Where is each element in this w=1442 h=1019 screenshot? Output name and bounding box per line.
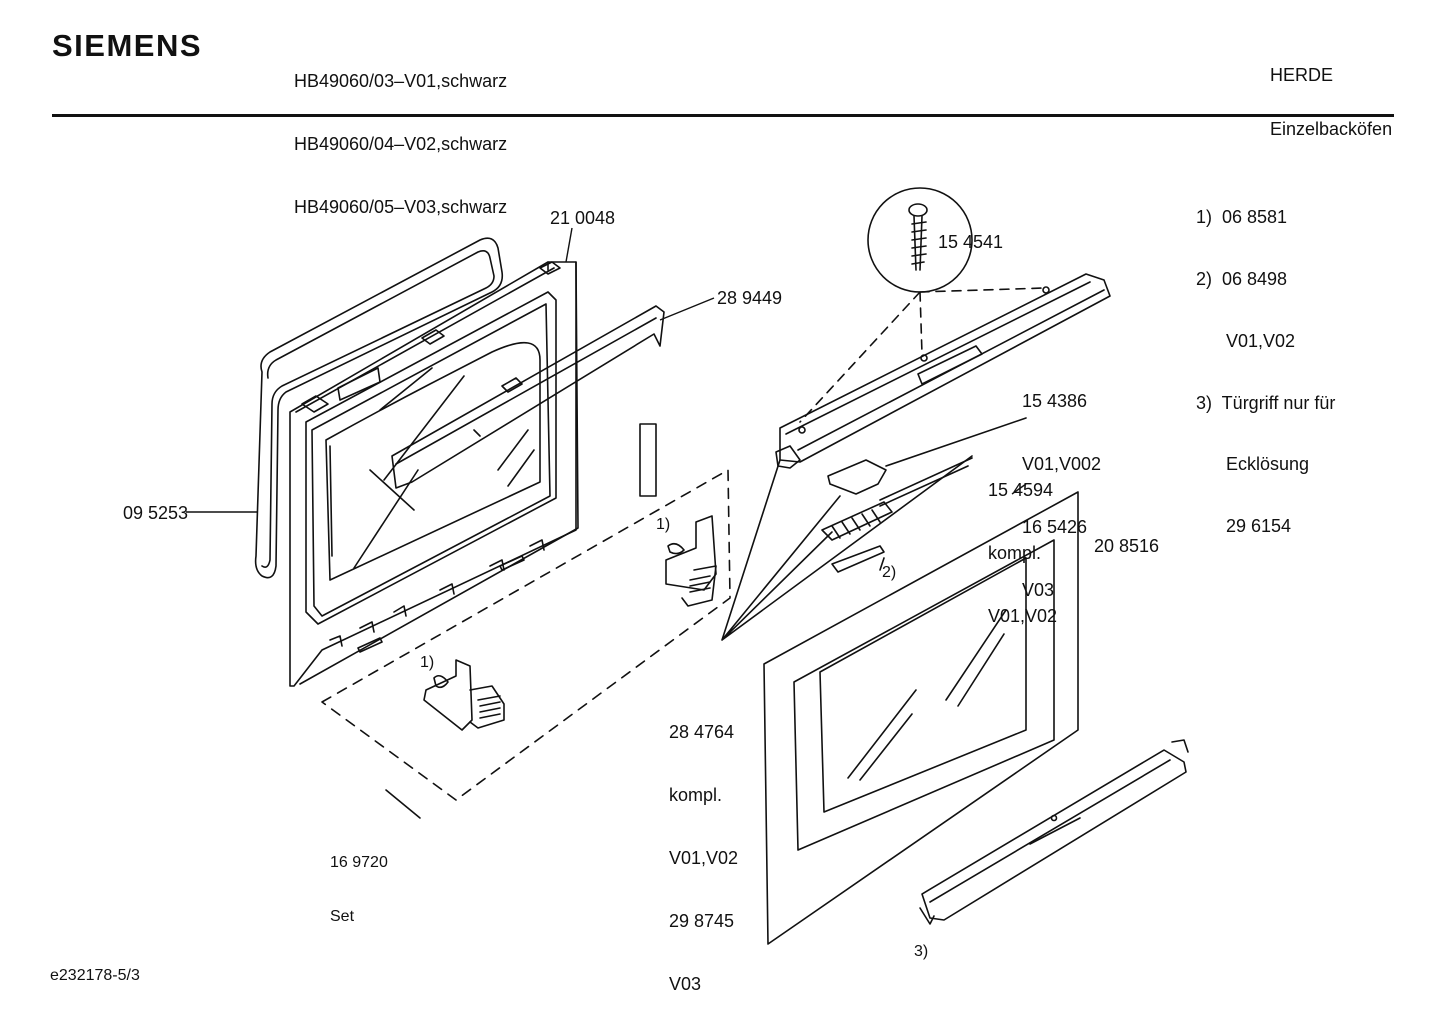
- clip-part: [821, 501, 893, 541]
- hinge-right: [665, 515, 717, 607]
- model-line: HB49060/05–V03,schwarz: [294, 197, 508, 217]
- note-line: 3) Türgriff nur für: [1196, 392, 1336, 413]
- screw-leaders: [799, 287, 1045, 423]
- part-208516: 20 8516: [1094, 536, 1160, 556]
- label-line: Set: [330, 908, 355, 925]
- note-line: 2) 06 8498: [1196, 268, 1288, 289]
- header-rule: [52, 114, 1394, 117]
- spacer-strip: [831, 545, 885, 573]
- model-line: HB49060/03–V01,schwarz: [294, 71, 508, 91]
- part-284764: 28 4764 kompl. V01,V02 29 8745 V03: [669, 680, 738, 1016]
- part-210048: 21 0048: [550, 208, 616, 228]
- door-handle-bar: [919, 739, 1189, 925]
- outer-glass-panel: [763, 491, 1079, 945]
- note-line: Ecklösung: [1196, 454, 1310, 475]
- leader-169720: [385, 789, 421, 819]
- note-marker-2: 2): [882, 564, 897, 581]
- note-line: 29 6154: [1196, 516, 1292, 537]
- door-gasket: [254, 237, 504, 579]
- label-line: V01,V002: [1022, 454, 1102, 474]
- end-cap: [827, 459, 887, 495]
- leader-154594: [879, 457, 973, 507]
- part-154594: 15 4594 kompl. V01,V02: [988, 438, 1057, 648]
- label-line: V01,V02: [669, 848, 739, 868]
- doc-id: e232178-5/3: [50, 967, 140, 984]
- label-line: kompl.: [988, 543, 1042, 563]
- label-line: 28 4764: [669, 722, 735, 742]
- part-169720: 16 9720 Set: [330, 818, 388, 944]
- part-154386: 15 4386 V01,V002 16 5426 V03: [1022, 349, 1101, 622]
- hinge-left: [423, 659, 505, 731]
- hinge-set-outline: [321, 469, 731, 801]
- label-line: 16 5426: [1022, 517, 1088, 537]
- leaders-284764: [721, 455, 973, 641]
- part-289449: 28 9449: [717, 288, 783, 308]
- part-154541: 15 4541: [938, 232, 1004, 252]
- door-bracket-strip: [391, 305, 665, 489]
- label-line: 16 9720: [330, 854, 388, 871]
- label-line: V03: [669, 974, 702, 994]
- note-line: 1) 06 8581: [1196, 207, 1288, 228]
- brand-logo: SIEMENS: [52, 28, 203, 63]
- note-marker-1-left: 1): [420, 654, 435, 671]
- label-line: 29 8745: [669, 911, 735, 931]
- leader-154386: [885, 417, 1027, 467]
- label-line: V03: [1022, 580, 1055, 600]
- model-line: HB49060/04–V02,schwarz: [294, 134, 508, 154]
- label-line: 15 4386: [1022, 391, 1088, 411]
- notes-legend: 1) 06 8581 2) 06 8498 V01,V02 3) Türgrif…: [1196, 166, 1335, 557]
- model-list: HB49060/03–V01,schwarz HB49060/04–V02,sc…: [294, 29, 507, 239]
- label-line: V01,V02: [988, 606, 1058, 626]
- part-095253: 09 5253: [123, 503, 189, 523]
- insulation-plate: [639, 423, 657, 497]
- note-marker-3: 3): [914, 943, 929, 960]
- label-line: kompl.: [669, 785, 723, 805]
- note-line: V01,V02: [1196, 330, 1296, 351]
- category-line: Einzelbacköfen: [1270, 119, 1393, 139]
- label-line: 15 4594: [988, 480, 1054, 500]
- leader-2: [879, 557, 885, 571]
- category: HERDE Einzelbacköfen: [1270, 30, 1392, 156]
- category-line: HERDE: [1270, 65, 1334, 85]
- note-marker-1-right: 1): [656, 516, 671, 533]
